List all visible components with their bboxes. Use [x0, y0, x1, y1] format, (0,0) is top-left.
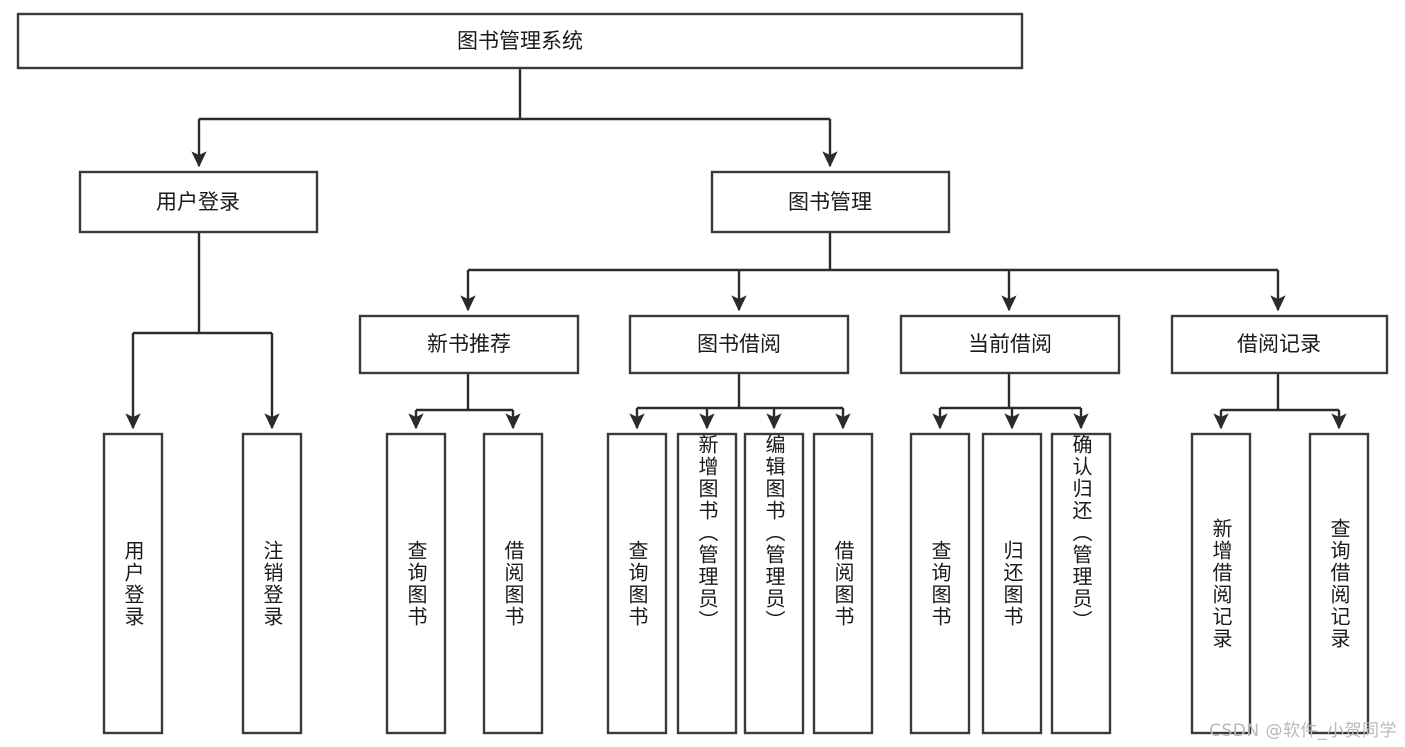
leaf-box-layer: [102, 432, 1370, 735]
node-root-label: 图书管理系统: [457, 29, 583, 53]
leaf-box-borrow-add-book[interactable]: [676, 432, 738, 735]
node-book-manage[interactable]: 图书管理: [710, 170, 951, 234]
node-borrow-record-box[interactable]: [1170, 314, 1389, 375]
node-current-borrow[interactable]: 当前借阅: [899, 314, 1121, 375]
node-user-login-box[interactable]: [78, 170, 319, 234]
node-borrow-record[interactable]: 借阅记录: [1170, 314, 1389, 375]
leaf-box-rec-add-record[interactable]: [1190, 432, 1252, 735]
connector-layer: [125, 68, 1347, 430]
leaf-box-borrow-edit-book[interactable]: [743, 432, 805, 735]
leaf-box-rec-query-record[interactable]: [1308, 432, 1370, 735]
node-book-borrow-box[interactable]: [628, 314, 850, 375]
csdn-watermark: CSDN @软件_小贺同学: [1209, 721, 1397, 741]
node-borrow-record-label: 借阅记录: [1237, 332, 1321, 356]
leaf-box-cur-return-book[interactable]: [981, 432, 1043, 735]
leaf-box-cur-confirm-return[interactable]: [1050, 432, 1112, 735]
node-new-book-rec[interactable]: 新书推荐: [358, 314, 580, 375]
node-user-login-label: 用户登录: [156, 190, 240, 214]
leaf-box-borrow-borrow-book[interactable]: [812, 432, 874, 735]
node-root[interactable]: 图书管理系统: [16, 12, 1024, 70]
leaf-box-user-login[interactable]: [102, 432, 164, 735]
leaf-box-user-logout[interactable]: [241, 432, 303, 735]
leaf-box-borrow-query-book[interactable]: [606, 432, 668, 735]
node-book-manage-box[interactable]: [710, 170, 951, 234]
leaf-box-cur-query-book[interactable]: [909, 432, 971, 735]
node-current-borrow-box[interactable]: [899, 314, 1121, 375]
node-root-box[interactable]: [16, 12, 1024, 70]
node-book-manage-label: 图书管理: [788, 190, 872, 214]
leaf-box-rec-borrow-book[interactable]: [482, 432, 544, 735]
leaf-box-rec-query-book[interactable]: [385, 432, 447, 735]
node-new-book-rec-box[interactable]: [358, 314, 580, 375]
node-book-borrow-label: 图书借阅: [697, 332, 781, 356]
node-current-borrow-label: 当前借阅: [968, 332, 1052, 356]
node-user-login[interactable]: 用户登录: [78, 170, 319, 234]
node-new-book-rec-label: 新书推荐: [427, 332, 511, 356]
node-book-borrow[interactable]: 图书借阅: [628, 314, 850, 375]
